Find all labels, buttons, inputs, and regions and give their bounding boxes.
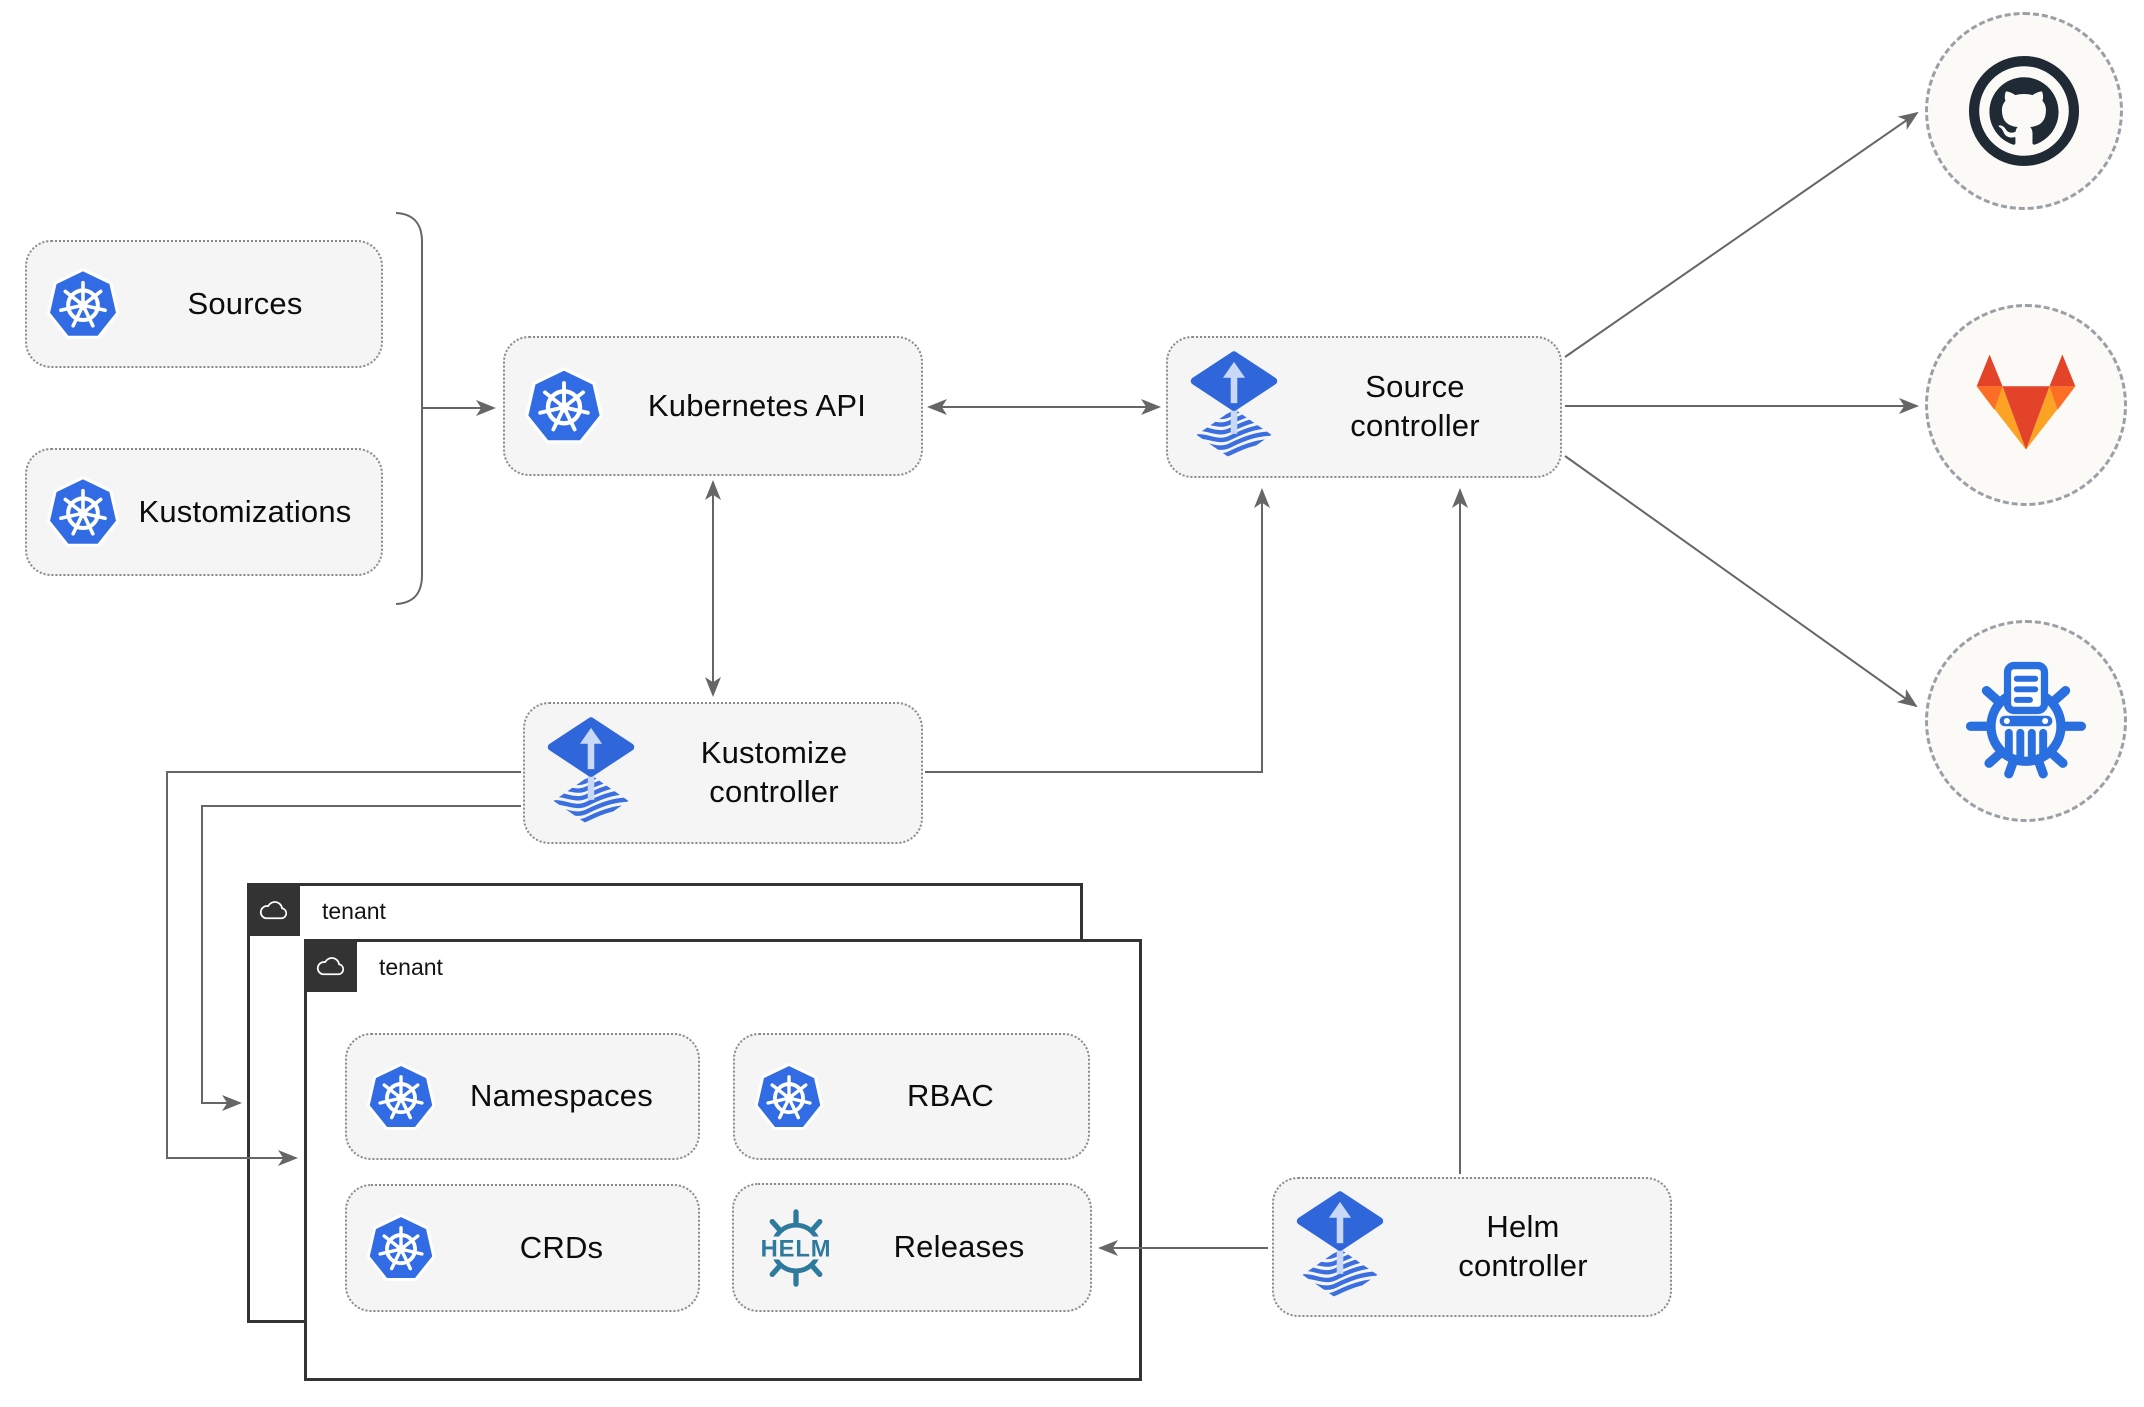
node-kustomize-controller: Kustomize controller bbox=[523, 702, 923, 844]
chartmuseum-icon bbox=[1960, 655, 2092, 787]
flux-icon bbox=[543, 715, 639, 831]
edge-source-to-github bbox=[1564, 111, 1919, 358]
kubernetes-icon bbox=[365, 1061, 437, 1133]
flux-icon bbox=[1292, 1189, 1388, 1305]
tenant-label: tenant bbox=[379, 954, 443, 980]
node-rbac: RBAC bbox=[733, 1033, 1090, 1160]
node-label: RBAC bbox=[907, 1078, 994, 1114]
gitlab-icon bbox=[1967, 351, 2085, 459]
node-sources: Sources bbox=[25, 240, 383, 368]
kubernetes-icon bbox=[45, 266, 121, 342]
edge-kustomize-to-source bbox=[925, 488, 1270, 773]
node-label: Kustomize controller bbox=[700, 735, 848, 809]
remote-github bbox=[1925, 12, 2123, 210]
helm-icon bbox=[752, 1204, 840, 1292]
node-kustomizations: Kustomizations bbox=[25, 448, 383, 576]
edge-source-to-chartmuseum bbox=[1564, 455, 1918, 708]
node-label: Source controller bbox=[1350, 369, 1480, 443]
node-label: Releases bbox=[893, 1229, 1025, 1265]
github-icon bbox=[1960, 47, 2088, 175]
node-kubernetes-api: Kubernetes API bbox=[503, 336, 923, 476]
grouping-bracket bbox=[395, 212, 423, 605]
node-label: Kubernetes API bbox=[647, 387, 867, 423]
remote-chartmuseum bbox=[1925, 620, 2127, 822]
node-label: Kustomizations bbox=[138, 493, 352, 529]
kubernetes-icon bbox=[753, 1061, 825, 1133]
node-crds: CRDs bbox=[345, 1184, 700, 1312]
tenant-box-front: tenant bbox=[304, 939, 1142, 1381]
remote-gitlab bbox=[1925, 304, 2127, 506]
kubernetes-icon bbox=[365, 1212, 437, 1284]
tenant-badge bbox=[247, 883, 300, 936]
cloud-icon bbox=[256, 897, 292, 923]
node-source-controller: Source controller bbox=[1166, 336, 1562, 478]
node-label: Helm controller bbox=[1458, 1209, 1588, 1283]
node-releases: Releases bbox=[732, 1183, 1092, 1312]
flux-icon bbox=[1186, 349, 1282, 465]
kubernetes-icon bbox=[45, 474, 121, 550]
tenant-label: tenant bbox=[322, 898, 386, 924]
node-helm-controller: Helm controller bbox=[1272, 1177, 1672, 1317]
kubernetes-icon bbox=[523, 365, 605, 447]
cloud-icon bbox=[313, 953, 349, 979]
node-label: Sources bbox=[187, 285, 303, 321]
node-label: Namespaces bbox=[470, 1078, 653, 1114]
tenant-badge bbox=[304, 939, 357, 992]
node-label: CRDs bbox=[519, 1229, 604, 1265]
node-namespaces: Namespaces bbox=[345, 1033, 700, 1160]
